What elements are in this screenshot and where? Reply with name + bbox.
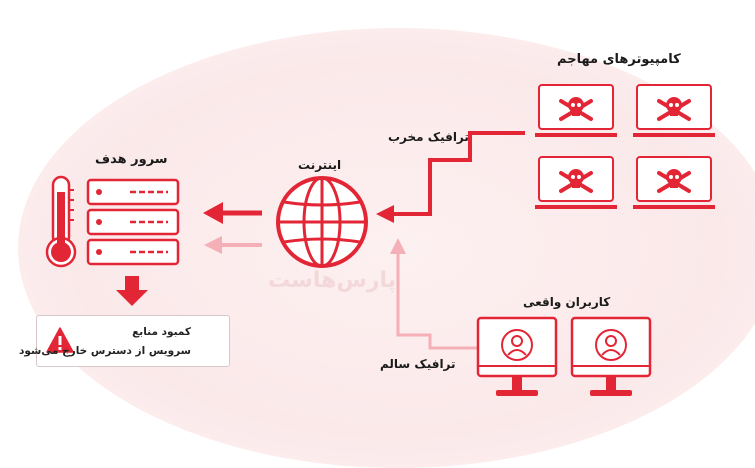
attacker-laptop-2 <box>633 84 715 137</box>
resource-shortage-alert: کمبود منابع سرویس از دسترس خارج می‌شود <box>19 315 230 367</box>
user-avatar-icon <box>501 329 533 361</box>
traffic-to-server-arrowhead <box>203 202 223 224</box>
attacker-laptop-4 <box>633 156 715 209</box>
warning-icon <box>46 327 74 353</box>
user-monitor-2 <box>570 316 652 396</box>
attackers-title: کامپیوترهای مهاجم <box>557 52 681 67</box>
malicious-arrowhead <box>376 205 394 223</box>
healthy-traffic-label: ترافیک سالم <box>380 357 456 371</box>
healthy-arrowhead <box>390 238 406 254</box>
skull-crossbones-icon <box>559 97 593 121</box>
internet-label: اینترنت <box>298 158 342 172</box>
skull-crossbones-icon <box>559 169 593 193</box>
alert-subtitle: سرویس از دسترس خارج می‌شود <box>19 345 191 357</box>
attacker-laptop-3 <box>535 156 617 209</box>
healthy-to-server-arrowhead <box>204 236 222 254</box>
down-arrow-icon <box>116 276 148 306</box>
server-rack-icon <box>86 178 180 266</box>
watermark: پارس‌هاست <box>268 268 396 293</box>
skull-crossbones-icon <box>657 169 691 193</box>
thermometer-icon <box>45 175 77 268</box>
alert-title: کمبود منابع <box>132 326 191 338</box>
malicious-traffic-label: ترافیک مخرب <box>388 130 469 144</box>
globe-icon <box>276 176 368 268</box>
skull-crossbones-icon <box>657 97 691 121</box>
healthy-traffic-arrow <box>396 252 478 350</box>
user-avatar-icon <box>595 329 627 361</box>
user-monitor-1 <box>476 316 558 396</box>
target-server-label: سرور هدف <box>95 152 168 167</box>
attacker-laptop-1 <box>535 84 617 137</box>
malicious-traffic-arrow <box>392 131 525 216</box>
real-users-label: کاربران واقعی <box>523 295 611 309</box>
